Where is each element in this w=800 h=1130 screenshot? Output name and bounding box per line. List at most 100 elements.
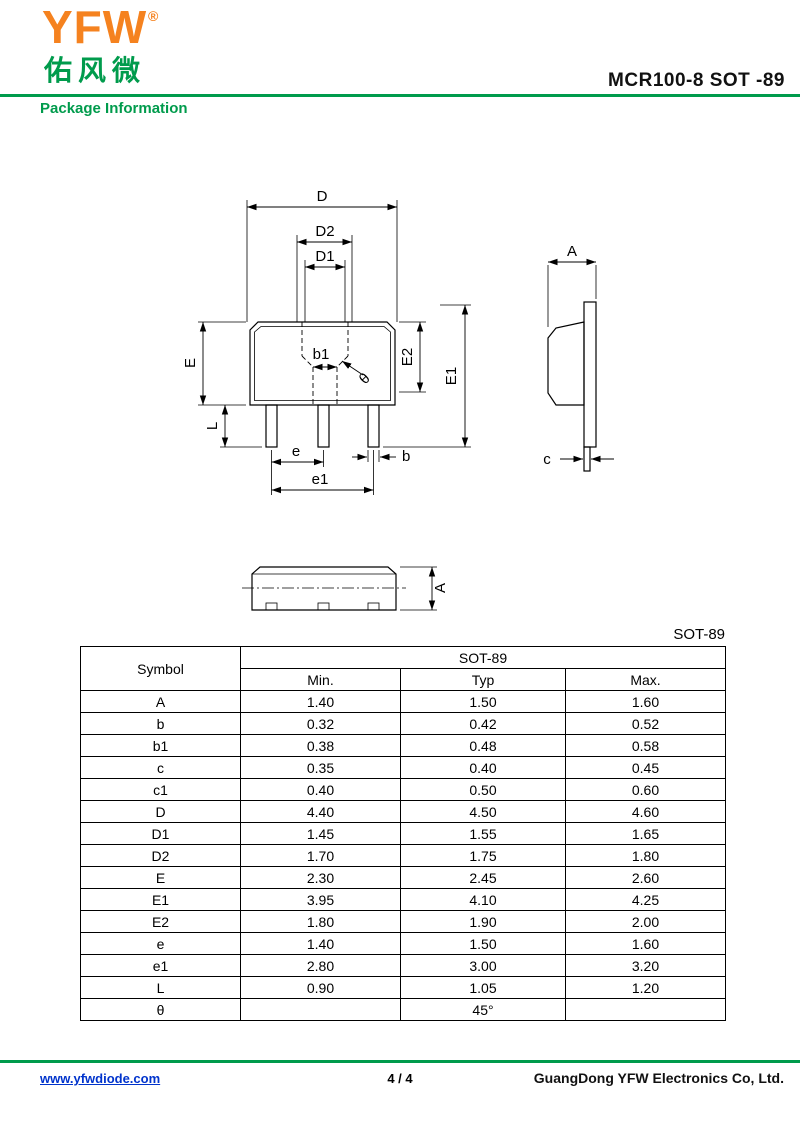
value-cell: 1.60 (565, 932, 726, 955)
part-number: MCR100-8 SOT -89 (608, 70, 785, 91)
symbol-cell: E2 (80, 910, 241, 933)
leader-arrows (341, 360, 614, 463)
package-header: SOT-89 (240, 646, 726, 669)
value-cell: 4.50 (400, 800, 566, 823)
symbol-cell: D1 (80, 822, 241, 845)
value-cell: 1.40 (240, 690, 401, 713)
value-cell: 0.40 (240, 778, 401, 801)
col-header-max: Max. (565, 668, 726, 691)
dim-label-e1: e1 (312, 471, 329, 488)
front-view-hidden-tab (301, 322, 349, 405)
value-cell: 4.10 (400, 888, 566, 911)
value-cell: 1.50 (400, 932, 566, 955)
value-cell: 0.40 (400, 756, 566, 779)
side-view-outline (547, 301, 597, 472)
registered-trademark-icon: ® (148, 8, 159, 24)
value-cell: 2.00 (565, 910, 726, 933)
footer-divider (0, 1060, 800, 1063)
value-cell: 0.42 (400, 712, 566, 735)
symbol-cell: A (80, 690, 241, 713)
value-cell (240, 998, 401, 1021)
symbol-header: Symbol (80, 646, 241, 691)
value-cell: 3.95 (240, 888, 401, 911)
dim-label-E: E (182, 358, 199, 368)
value-cell: 2.45 (400, 866, 566, 889)
symbol-cell: D2 (80, 844, 241, 867)
value-cell: 1.80 (240, 910, 401, 933)
dim-label-L: L (204, 422, 221, 430)
symbol-cell: e (80, 932, 241, 955)
symbol-cell: c1 (80, 778, 241, 801)
website-link[interactable]: www.yfwdiode.com (40, 1071, 161, 1086)
value-cell: 0.90 (240, 976, 401, 999)
value-cell: 0.45 (565, 756, 726, 779)
value-cell (565, 998, 726, 1021)
value-cell: 0.58 (565, 734, 726, 757)
value-cell: 1.20 (565, 976, 726, 999)
page-number: 4 / 4 (387, 1071, 413, 1086)
value-cell: 3.20 (565, 954, 726, 977)
value-cell: 1.75 (400, 844, 566, 867)
value-cell: 1.45 (240, 822, 401, 845)
dim-label-D: D (317, 188, 328, 205)
symbol-cell: b1 (80, 734, 241, 757)
package-drawing: D D2 D1 E L E2 E1 b1 θ e b e1 A c A (182, 188, 614, 611)
dim-label-c: c (543, 451, 551, 468)
value-cell: 0.50 (400, 778, 566, 801)
value-cell: 1.05 (400, 976, 566, 999)
value-cell: 0.38 (240, 734, 401, 757)
front-view-outline (249, 321, 396, 448)
value-cell: 4.40 (240, 800, 401, 823)
bottom-view-outline (242, 566, 406, 611)
logo-text: YFW (42, 1, 148, 53)
symbol-cell: b (80, 712, 241, 735)
value-cell: 1.55 (400, 822, 566, 845)
table-header-row-1: Symbol SOT-89 (80, 646, 726, 691)
dim-label-b1: b1 (313, 346, 330, 363)
dim-label-D2: D2 (315, 223, 334, 240)
dim-label-b: b (402, 448, 410, 465)
value-cell: 1.50 (400, 690, 566, 713)
logo-chinese-text: 佑风微 (44, 54, 147, 87)
value-cell: 2.30 (240, 866, 401, 889)
dim-label-D1: D1 (315, 248, 334, 265)
header-divider (0, 94, 800, 97)
value-cell: 45° (400, 998, 566, 1021)
symbol-cell: E1 (80, 888, 241, 911)
dim-label-E2: E2 (399, 348, 416, 366)
value-cell: 1.70 (240, 844, 401, 867)
value-cell: 0.32 (240, 712, 401, 735)
dim-label-E1: E1 (443, 367, 460, 385)
dim-label-theta: θ (356, 370, 374, 388)
col-header-min: Min. (240, 668, 401, 691)
value-cell: 1.65 (565, 822, 726, 845)
value-cell: 1.80 (565, 844, 726, 867)
value-cell: 0.52 (565, 712, 726, 735)
value-cell: 2.80 (240, 954, 401, 977)
symbol-cell: c (80, 756, 241, 779)
section-title: Package Information (40, 100, 188, 117)
symbol-cell: D (80, 800, 241, 823)
value-cell: 1.40 (240, 932, 401, 955)
value-cell: 1.60 (565, 690, 726, 713)
dimension-lines (199, 203, 596, 610)
value-cell: 1.90 (400, 910, 566, 933)
value-cell: 4.60 (565, 800, 726, 823)
value-cell: 3.00 (400, 954, 566, 977)
dimension-labels: D D2 D1 E L E2 E1 b1 θ e b e1 A c A (182, 188, 577, 593)
dim-label-e: e (292, 443, 300, 460)
